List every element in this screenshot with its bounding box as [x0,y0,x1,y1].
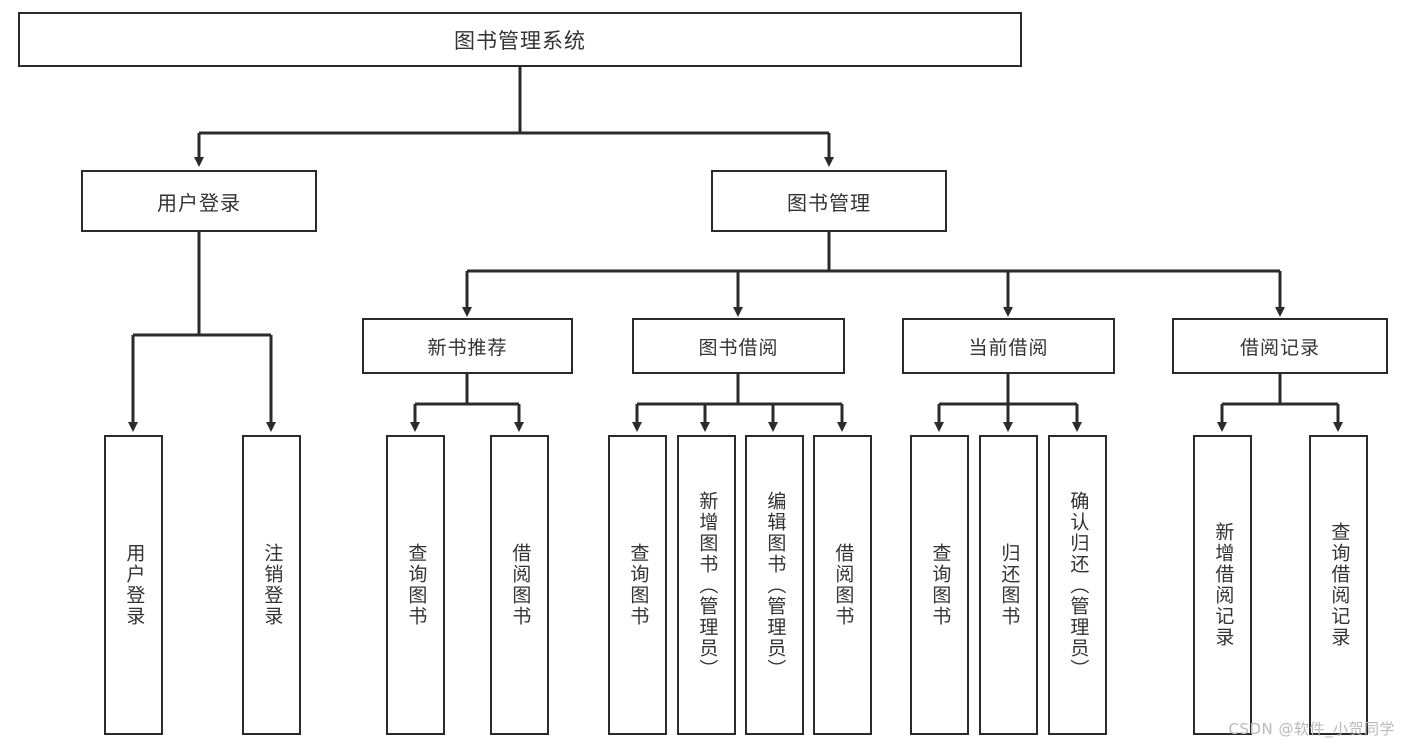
leaf-user-login[interactable]: 用户登录 [104,435,163,735]
node-book-management[interactable]: 图书管理 [711,170,947,232]
leaf-label: 借阅图书 [509,543,532,627]
node-user-login[interactable]: 用户登录 [81,170,317,232]
leaf-logout[interactable]: 注销登录 [242,435,301,735]
leaf-query-book-borrow[interactable]: 查询图书 [608,435,667,735]
node-book-borrow[interactable]: 图书借阅 [632,318,845,374]
leaf-label: 注销登录 [261,543,284,627]
node-borrow-record[interactable]: 借阅记录 [1172,318,1388,374]
leaf-edit-book-admin[interactable]: 编辑图书（管理员） [745,435,804,735]
leaf-borrow-book-new[interactable]: 借阅图书 [490,435,549,735]
node-root-system[interactable]: 图书管理系统 [18,12,1022,67]
leaf-label: 查询图书 [405,543,428,627]
leaf-query-book-current[interactable]: 查询图书 [910,435,969,735]
node-new-book-recommend[interactable]: 新书推荐 [362,318,573,374]
leaf-label: 查询借阅记录 [1328,522,1351,648]
leaf-return-book[interactable]: 归还图书 [979,435,1038,735]
leaf-label: 查询图书 [627,543,650,627]
leaf-label: 用户登录 [123,543,146,627]
leaf-label: 新增图书（管理员） [696,490,719,680]
leaf-label: 查询图书 [929,543,952,627]
leaf-label: 新增借阅记录 [1212,522,1235,648]
leaf-query-book-new[interactable]: 查询图书 [386,435,445,735]
leaf-borrow-book[interactable]: 借阅图书 [813,435,872,735]
leaf-add-borrow-record[interactable]: 新增借阅记录 [1193,435,1252,735]
leaf-label: 确认归还（管理员） [1067,490,1090,680]
leaf-confirm-return-admin[interactable]: 确认归还（管理员） [1048,435,1107,735]
leaf-label: 编辑图书（管理员） [764,490,787,680]
leaf-label: 归还图书 [998,543,1021,627]
node-current-borrow[interactable]: 当前借阅 [902,318,1115,374]
leaf-query-borrow-record[interactable]: 查询借阅记录 [1309,435,1368,735]
leaf-add-book-admin[interactable]: 新增图书（管理员） [677,435,736,735]
leaf-label: 借阅图书 [832,543,855,627]
